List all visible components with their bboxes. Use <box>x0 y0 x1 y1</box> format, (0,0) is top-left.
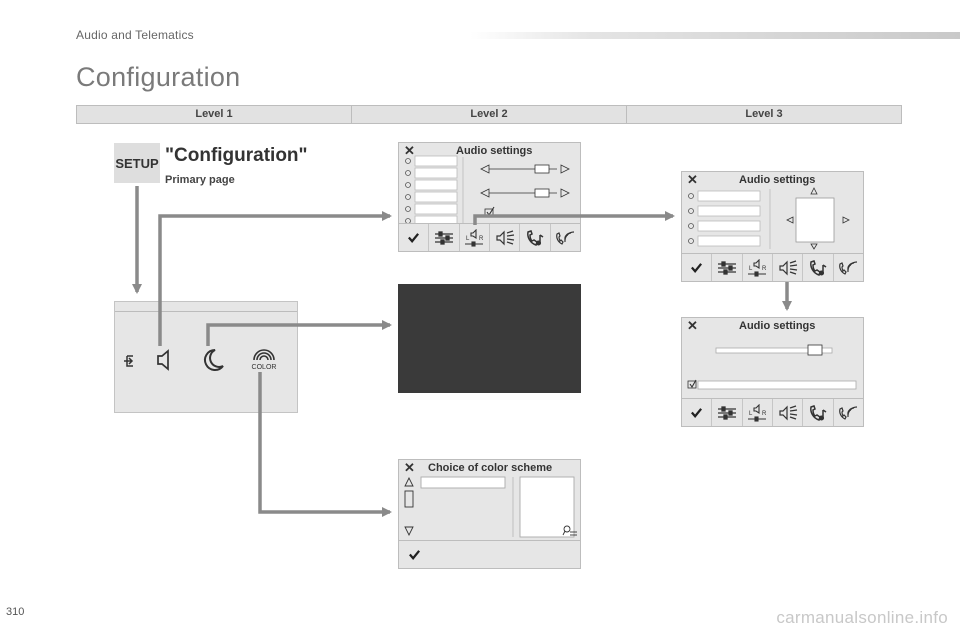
check-icon[interactable] <box>399 224 430 251</box>
audio-settings-content <box>405 155 570 225</box>
watermark: carmanualsonline.info <box>776 608 948 627</box>
color-scheme-content <box>404 476 577 538</box>
equalizer-icon[interactable] <box>429 224 460 251</box>
levels-bar: Level 1 Level 2 Level 3 <box>76 105 902 124</box>
svg-text:R: R <box>762 411 767 417</box>
speaker-icon[interactable] <box>151 346 179 374</box>
svg-text:L: L <box>466 236 470 242</box>
black-screen <box>398 284 581 393</box>
moon-icon[interactable] <box>199 346 227 374</box>
phone-music-icon[interactable] <box>803 254 834 281</box>
ambience-icon[interactable] <box>773 399 804 426</box>
page-title: Configuration <box>76 62 241 92</box>
color-scheme-panel: ✕ Choice of color scheme <box>398 459 581 569</box>
ambience-icon[interactable] <box>773 254 804 281</box>
svg-text:L: L <box>749 411 753 417</box>
main-config-screen: COLOR <box>114 301 298 413</box>
phone-music-icon[interactable] <box>520 224 551 251</box>
panel-title: Choice of color scheme <box>428 462 553 474</box>
voice-icon[interactable] <box>834 399 863 426</box>
level-1-label: Level 1 <box>77 106 352 123</box>
close-icon[interactable]: ✕ <box>687 318 698 333</box>
check-icon[interactable] <box>682 254 713 281</box>
svg-text:R: R <box>762 266 767 272</box>
primary-page-label: Primary page <box>165 174 235 186</box>
svg-text:L: L <box>749 266 753 272</box>
equalizer-icon[interactable] <box>712 254 743 281</box>
close-icon[interactable]: ✕ <box>404 460 415 475</box>
panel-toolbar <box>399 540 580 568</box>
close-icon[interactable]: ✕ <box>687 172 698 187</box>
check-icon[interactable] <box>682 399 713 426</box>
header-bar <box>470 32 960 39</box>
ambience-icon[interactable] <box>490 224 521 251</box>
exit-icon[interactable] <box>119 346 147 374</box>
phone-music-icon[interactable] <box>803 399 834 426</box>
equalizer-icon[interactable] <box>712 399 743 426</box>
close-icon[interactable]: ✕ <box>404 143 415 158</box>
configuration-title: "Configuration" <box>165 145 308 166</box>
screen-topline <box>115 311 297 312</box>
svg-text:R: R <box>479 236 484 242</box>
voice-icon[interactable] <box>551 224 580 251</box>
check-icon[interactable] <box>399 541 429 568</box>
color-label: COLOR <box>252 364 277 371</box>
page-number: 310 <box>6 606 25 618</box>
level-3-label: Level 3 <box>745 108 783 120</box>
color-icon[interactable]: COLOR <box>247 346 281 374</box>
slider-content <box>687 344 857 390</box>
panel-title: Audio settings <box>739 320 816 332</box>
panel-title: Audio settings <box>456 145 533 157</box>
setup-button[interactable]: SETUP <box>114 143 160 183</box>
voice-icon[interactable] <box>834 254 863 281</box>
section-label: Audio and Telematics <box>76 28 194 42</box>
fader-balance-content <box>688 187 850 250</box>
panel-title: Audio settings <box>739 174 816 186</box>
level-2-label: Level 2 <box>352 106 627 123</box>
